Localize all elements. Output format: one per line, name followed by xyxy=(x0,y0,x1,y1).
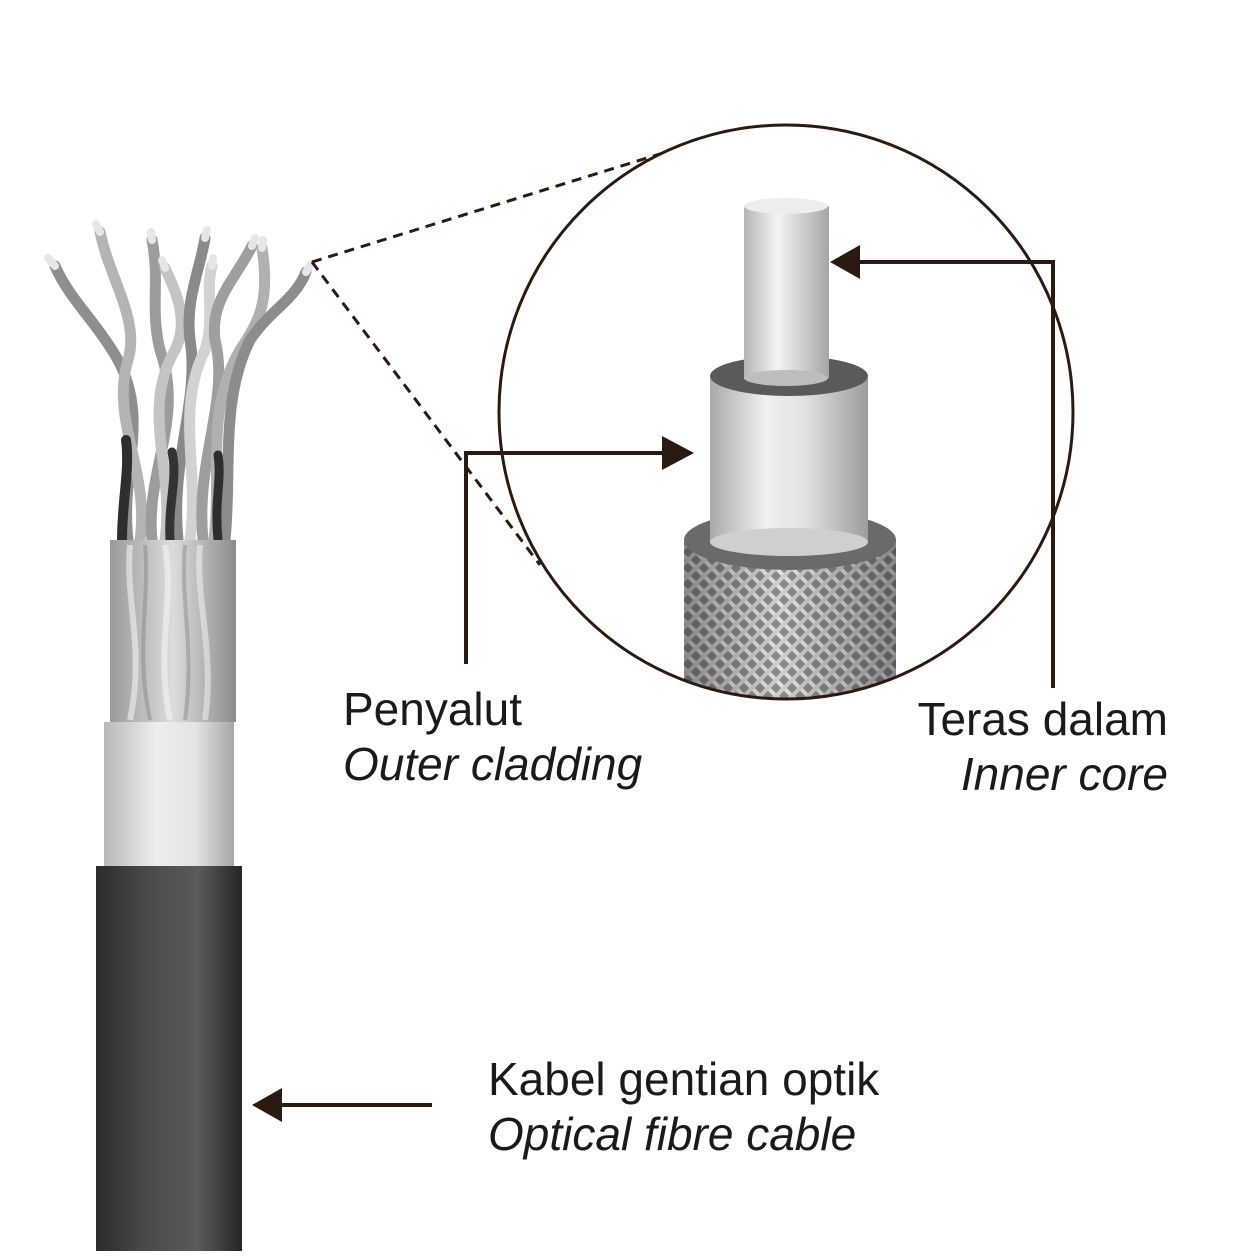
cable-jacket xyxy=(96,866,242,1251)
zoom-lines xyxy=(310,138,706,566)
magnified-view xyxy=(499,125,1073,699)
label-optical-fibre-cable-secondary: Optical fibre cable xyxy=(488,1108,857,1161)
leader-cable xyxy=(252,1088,432,1122)
cable-shield xyxy=(110,540,236,722)
leader-core xyxy=(830,245,1055,688)
label-outer-cladding-primary: Penyalut xyxy=(343,683,523,735)
magnify-circle xyxy=(497,123,1075,701)
cable-sleeve xyxy=(104,722,234,868)
label-inner-core-secondary: Inner core xyxy=(960,748,1168,801)
label-outer-cladding: Penyalut Outer cladding xyxy=(343,682,642,792)
label-inner-core-primary: Teras dalam xyxy=(917,693,1168,745)
exposed-fibres xyxy=(44,220,315,546)
label-optical-fibre-cable-primary: Kabel gentian optik xyxy=(488,1053,880,1105)
label-optical-fibre-cable: Kabel gentian optik Optical fibre cable xyxy=(488,1052,879,1162)
label-inner-core: Teras dalam Inner core xyxy=(917,692,1168,802)
leader-cladding xyxy=(464,436,694,664)
label-outer-cladding-secondary: Outer cladding xyxy=(343,738,643,791)
